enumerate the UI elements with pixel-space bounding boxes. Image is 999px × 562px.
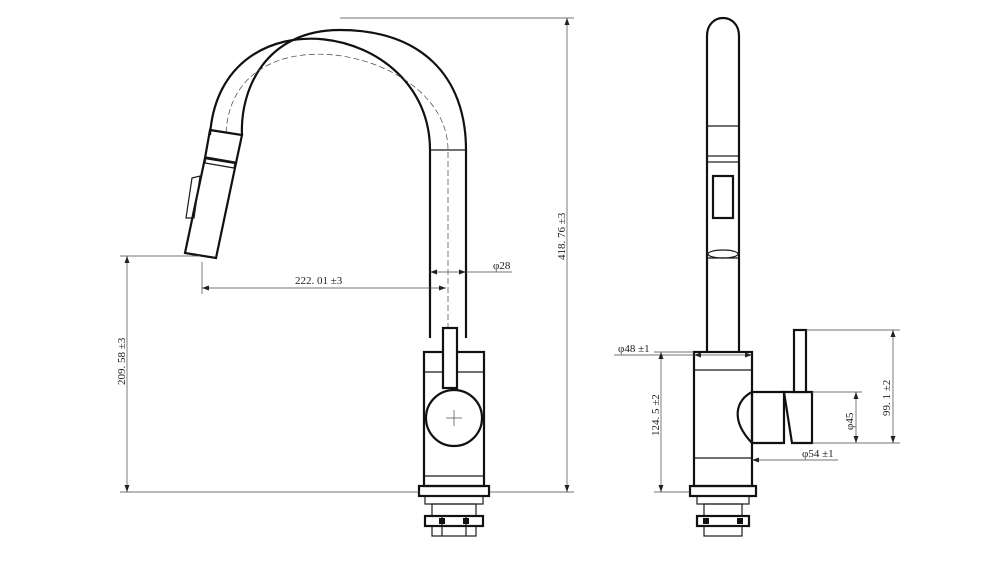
dim-base-diameter-label: φ54 ±1 [802,448,834,460]
dim-body-height: 124. 5 ±2 [650,351,694,493]
dim-spout-reach-label: 222. 01 ±3 [295,275,343,287]
dim-total-height-label: 418. 76 ±3 [556,212,568,260]
dim-spout-reach: 222. 01 ±3 [201,262,446,294]
side-view: φ48 ±1 124. 5 ±2 φ45 99. 1 ±2 [614,17,900,537]
dim-base-diameter: φ54 ±1 [752,448,838,463]
faucet-body [422,326,486,488]
spout-inner-arc [240,28,468,338]
dim-spout-diameter-label: φ28 [493,260,511,272]
mounting-base [417,484,491,537]
side-spray-face [707,249,739,259]
spray-head [183,128,244,260]
dim-body-height-label: 124. 5 ±2 [650,394,662,436]
front-view: 222. 01 ±3 φ28 418. 76 ±3 209. 58 ±3 [116,17,574,537]
dim-handle-diameter: φ45 [812,391,862,444]
dim-handle-height-label: 99. 1 ±2 [881,380,893,416]
spout-outer-arc [208,37,432,338]
side-spray-window [711,174,735,220]
dim-handle-height: 99. 1 ±2 [806,329,900,444]
dim-handle-diameter-label: φ45 [844,412,856,430]
side-spout [705,17,741,352]
dim-outlet-height: 209. 58 ±3 [116,255,420,493]
spout-centerline [225,53,449,338]
dim-outlet-height-label: 209. 58 ±3 [116,337,128,385]
cartridge-circle [424,388,484,448]
dim-body-diameter: φ48 ±1 [614,343,752,358]
dim-spout-diameter: φ28 [430,260,512,275]
dim-total-height: 418. 76 ±3 [340,17,574,493]
dim-body-diameter-label: φ48 ±1 [618,343,650,355]
